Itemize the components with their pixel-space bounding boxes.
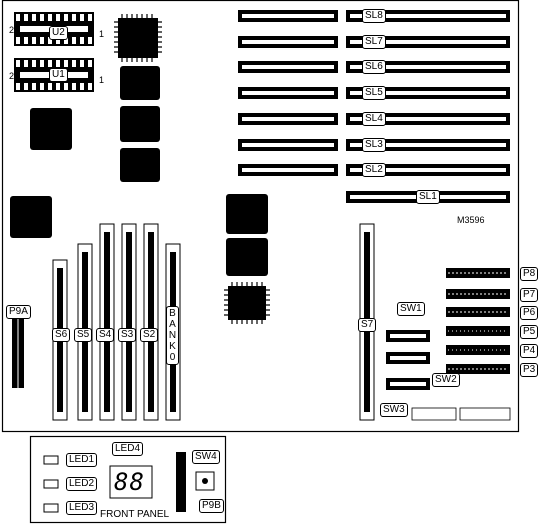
u2-label: U2	[49, 26, 68, 40]
led4-display	[109, 465, 153, 499]
connector-label-p3: P3	[520, 363, 539, 377]
plcc-chip-top	[114, 14, 162, 62]
slot-label-sl1: SL1	[416, 190, 440, 204]
led1-label: LED1	[66, 453, 98, 467]
slot-label-sl6: SL6	[362, 60, 386, 74]
led4-label: LED4	[112, 442, 144, 456]
slot-label-sl2: SL2	[362, 163, 386, 177]
sw2-label: SW2	[432, 373, 460, 387]
sw1-label: SW1	[397, 302, 425, 316]
chip-block	[120, 66, 160, 100]
bank0-label: BANK0	[166, 306, 179, 365]
led3-label: LED3	[66, 501, 98, 515]
connector-label-p5: P5	[520, 325, 539, 339]
plcc-chip-bottom	[224, 282, 270, 324]
connector-pins	[448, 272, 508, 370]
sw4-button	[195, 471, 215, 491]
connector-label-p7: P7	[520, 288, 539, 302]
connector-label-p6: P6	[520, 306, 539, 320]
simm-label-s2: S2	[140, 328, 159, 342]
p9b-label: P9B	[199, 499, 224, 513]
p9a-header	[12, 318, 24, 388]
slot-label-sl4: SL4	[362, 112, 386, 126]
simm-sockets	[52, 223, 375, 421]
front-panel-leds	[43, 455, 59, 513]
u1-pin1: 1	[99, 75, 105, 85]
led2-label: LED2	[66, 477, 98, 491]
led4-digits: 88	[114, 468, 145, 496]
slot-label-sl3: SL3	[362, 138, 386, 152]
simm-label-s5: S5	[74, 328, 93, 342]
p9b-header	[176, 452, 186, 512]
board-id: M3596	[457, 215, 485, 225]
u1-label: U1	[49, 68, 68, 82]
slot-label-sl7: SL7	[362, 35, 386, 49]
chip-block	[30, 108, 72, 150]
connector-label-p8: P8	[520, 267, 539, 281]
connector-label-p4: P4	[520, 344, 539, 358]
chip-block	[226, 238, 268, 276]
chip-block	[120, 106, 160, 142]
simm-label-s3: S3	[118, 328, 137, 342]
sw3-label: SW3	[380, 403, 408, 417]
jumper-block	[411, 407, 511, 421]
u2-pin2: 2	[9, 25, 15, 35]
dip-switches	[386, 330, 430, 390]
front-panel-outline	[29, 435, 227, 524]
simm-label-s4: S4	[96, 328, 115, 342]
simm-label-s7: S7	[358, 318, 377, 332]
chip-block	[226, 194, 268, 234]
u1-pin2: 2	[9, 71, 15, 81]
p9a-label: P9A	[6, 305, 31, 319]
u2-pin1: 1	[99, 29, 105, 39]
front-panel-title: FRONT PANEL	[100, 509, 170, 520]
chip-block	[10, 196, 52, 238]
simm-label-s6: S6	[52, 328, 71, 342]
io-connectors	[446, 268, 510, 374]
sw4-knob	[202, 478, 208, 484]
slot-label-sl8: SL8	[362, 9, 386, 23]
motherboard-outline	[1, 0, 520, 433]
slot-label-sl5: SL5	[362, 86, 386, 100]
chip-block	[120, 148, 160, 182]
sw4-label: SW4	[192, 450, 220, 464]
